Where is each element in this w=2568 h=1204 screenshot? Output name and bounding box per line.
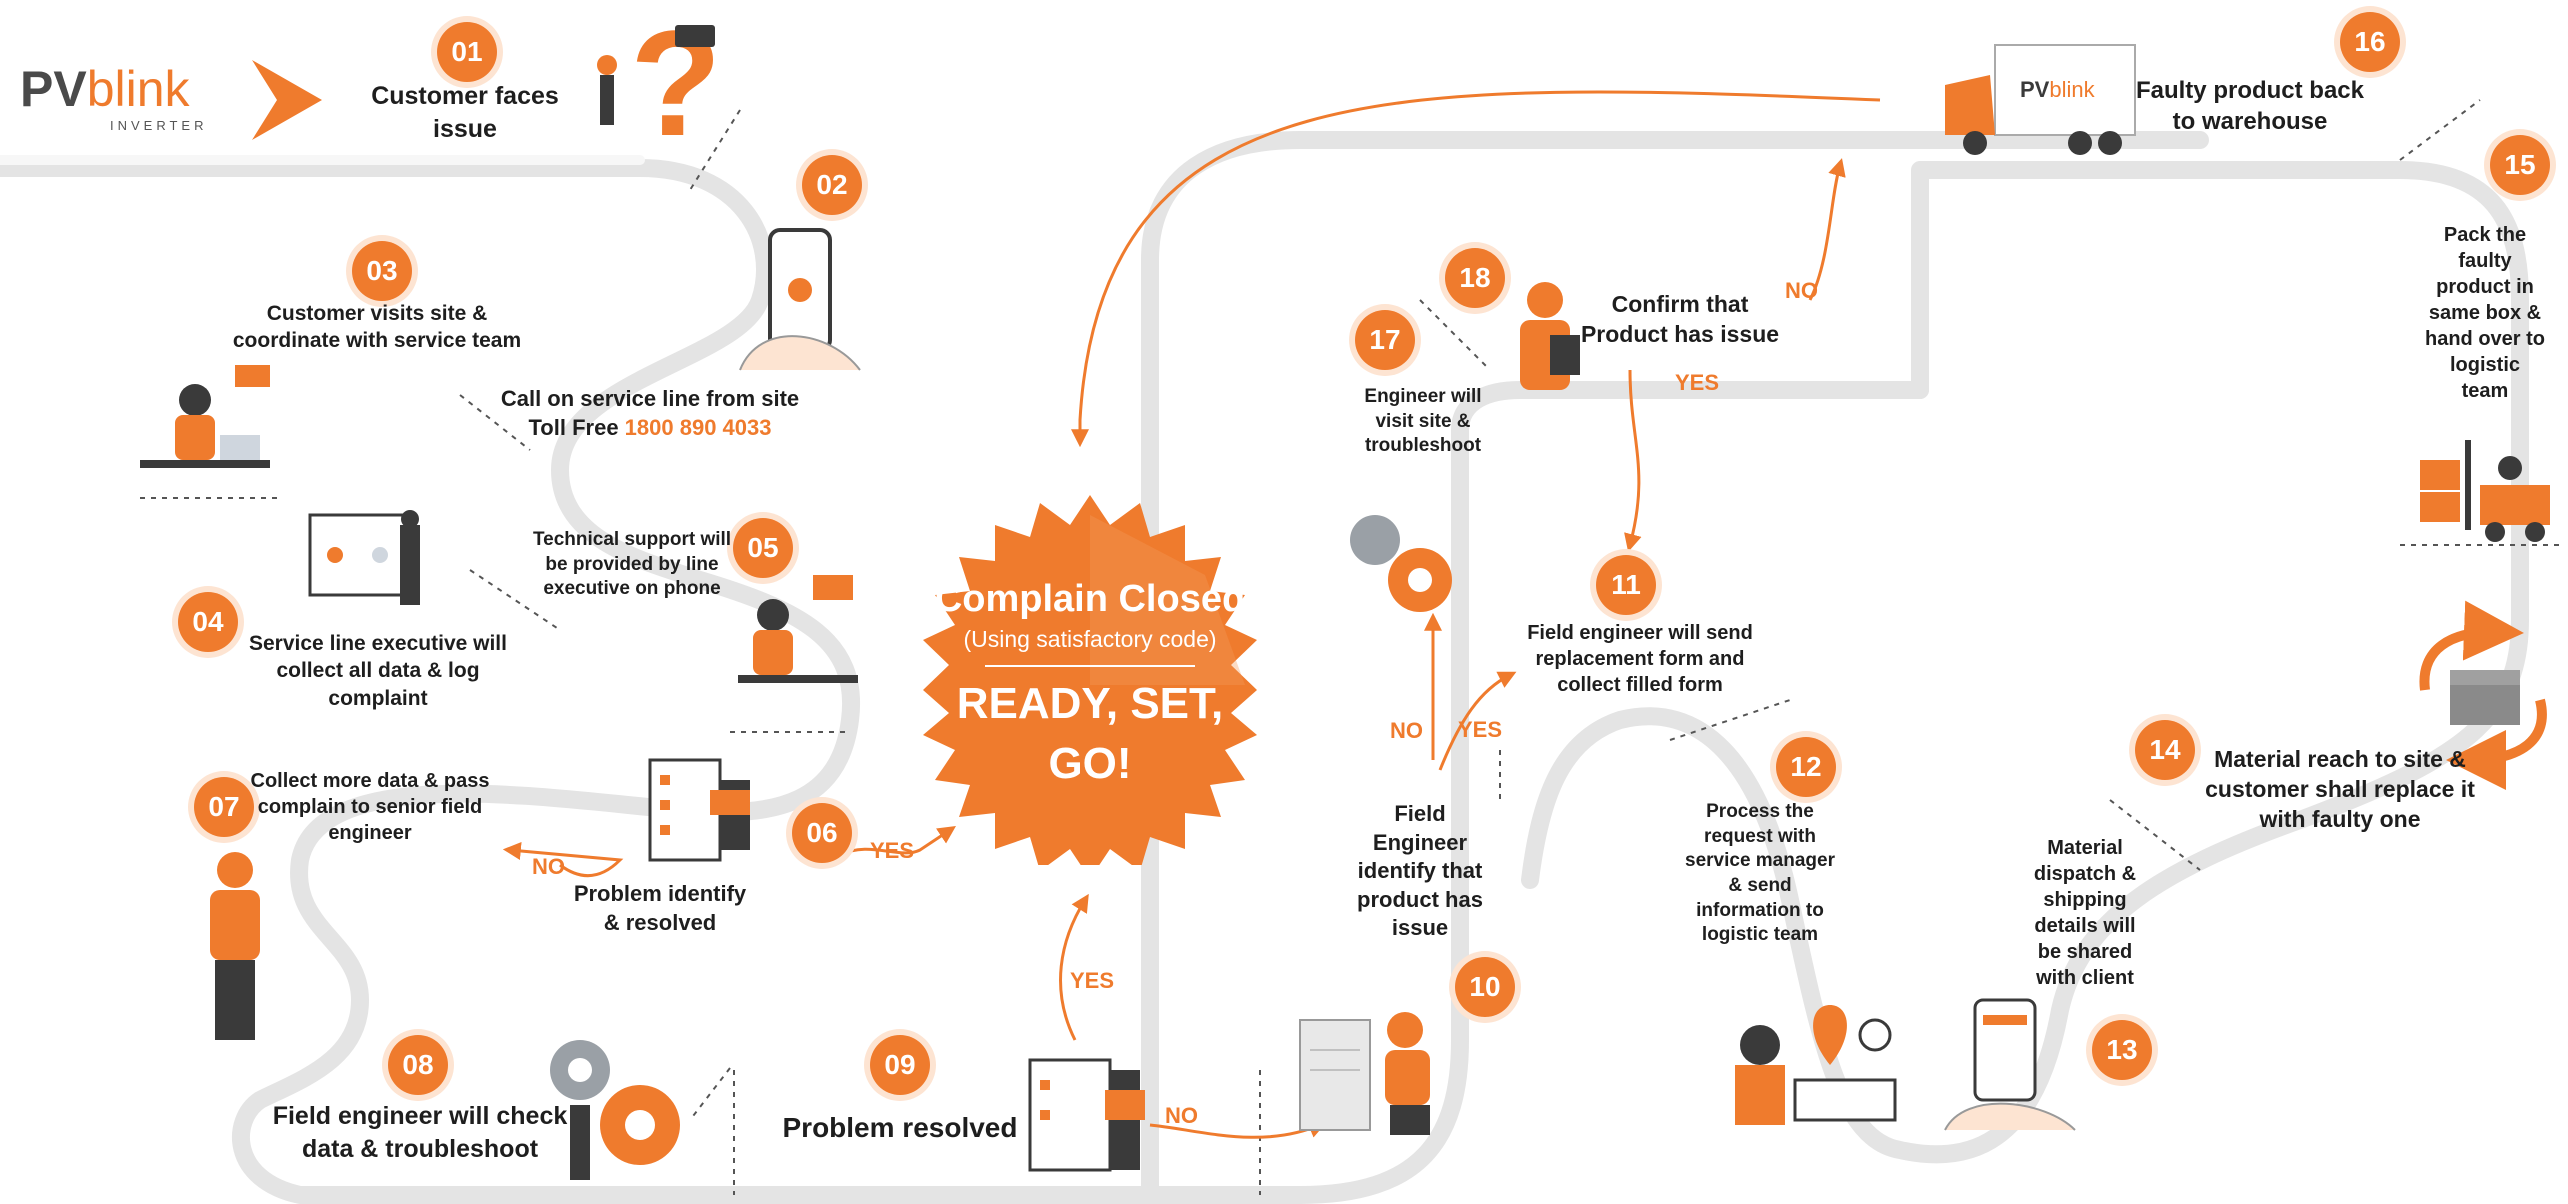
- center-line2: GO!: [905, 735, 1275, 792]
- delivery-truck-icon: PVblink: [1940, 35, 2140, 160]
- gears-icon: [540, 1025, 680, 1185]
- step-18-number: 18: [1445, 248, 1505, 308]
- step-18-text: Confirm that Product has issue: [1575, 290, 1785, 350]
- step-02-prefix: Toll Free: [529, 415, 625, 440]
- no-label-07: NO: [532, 854, 565, 880]
- step-17-number: 17: [1355, 310, 1415, 370]
- step-15-text: Pack the faulty product in same box & ha…: [2425, 222, 2545, 404]
- support-agent-icon-2: [718, 575, 868, 690]
- step-16-text: Faulty product back to warehouse: [2130, 75, 2370, 137]
- logo-pv: PV: [20, 61, 87, 117]
- checklist-icon: [640, 750, 760, 880]
- center-subtitle: (Using satisfactory code): [905, 625, 1275, 655]
- logo-blink: blink: [87, 61, 190, 117]
- support-agent-icon: [140, 365, 270, 475]
- step-02-number: 02: [802, 155, 862, 215]
- engineer-clipboard-icon: [1500, 275, 1590, 405]
- phone-icon: [730, 220, 870, 380]
- engineer-icon: [190, 845, 280, 1045]
- step-02-text: Call on service line from site Toll Free…: [490, 385, 810, 442]
- step-11-number: 11: [1596, 555, 1656, 615]
- checklist-icon-2: [1020, 1050, 1160, 1190]
- question-mark-icon: ?: [580, 15, 720, 145]
- step-16-number: 16: [2340, 12, 2400, 72]
- step-10-number: 10: [1455, 957, 1515, 1017]
- yes-label-09: YES: [1070, 968, 1114, 994]
- step-08-number: 08: [388, 1035, 448, 1095]
- step-05-number: 05: [733, 518, 793, 578]
- yes-label-18: YES: [1675, 370, 1719, 396]
- step-02-line1: Call on service line from site: [490, 385, 810, 414]
- no-label-16: NO: [1785, 278, 1818, 304]
- center-divider: [985, 665, 1195, 667]
- brand-logo: PVblink: [20, 64, 190, 114]
- step-12-text: Process the request with service manager…: [1685, 800, 1835, 948]
- no-label-17: NO: [1390, 718, 1423, 744]
- mobile-shipping-icon: [1935, 990, 2085, 1140]
- step-13-text: Material dispatch & shipping details wil…: [2030, 835, 2140, 991]
- yes-label-06: YES: [870, 838, 914, 864]
- step-17-text: Engineer will visit site & troubleshoot: [1358, 385, 1488, 459]
- box-icon: [2380, 640, 2530, 760]
- location-pin-icon: [1725, 995, 1905, 1145]
- step-14-number: 14: [2135, 720, 2195, 780]
- step-15-number: 15: [2490, 135, 2550, 195]
- step-12-number: 12: [1776, 737, 1836, 797]
- step-04-text: Service line executive will collect all …: [228, 630, 528, 712]
- step-07-text: Collect more data & pass complain to sen…: [245, 768, 495, 846]
- repair-icon: [1295, 1000, 1455, 1145]
- step-13-number: 13: [2092, 1020, 2152, 1080]
- logo-subtitle: INVERTER: [110, 118, 208, 135]
- step-05-text: Technical support will be provided by li…: [532, 528, 732, 602]
- center-title: Complain Closed: [905, 575, 1275, 624]
- step-08-text: Field engineer will check data & trouble…: [270, 1100, 570, 1165]
- play-arrow-icon: [252, 60, 322, 140]
- step-11-text: Field engineer will send replacement for…: [1520, 620, 1760, 698]
- step-10-text: Field Engineer identify that product has…: [1355, 800, 1485, 943]
- no-label-10: NO: [1165, 1103, 1198, 1129]
- step-01-text: Customer faces issue: [340, 80, 590, 145]
- toll-free-number: 1800 890 4033: [625, 415, 772, 440]
- step-01-number: 01: [437, 22, 497, 82]
- gears-icon-2: [1340, 505, 1460, 625]
- step-09-text: Problem resolved: [770, 1110, 1030, 1146]
- presentation-icon: [290, 505, 440, 630]
- forklift-icon: [2410, 430, 2560, 550]
- step-06-number: 06: [792, 803, 852, 863]
- step-03-number: 03: [352, 241, 412, 301]
- svg-text:PVblink: PVblink: [2020, 77, 2096, 102]
- center-line1: READY, SET,: [905, 675, 1275, 732]
- step-06-text: Problem identify & resolved: [565, 880, 755, 937]
- yes-label-11: YES: [1458, 717, 1502, 743]
- step-09-number: 09: [870, 1035, 930, 1095]
- step-03-text: Customer visits site & coordinate with s…: [232, 300, 522, 355]
